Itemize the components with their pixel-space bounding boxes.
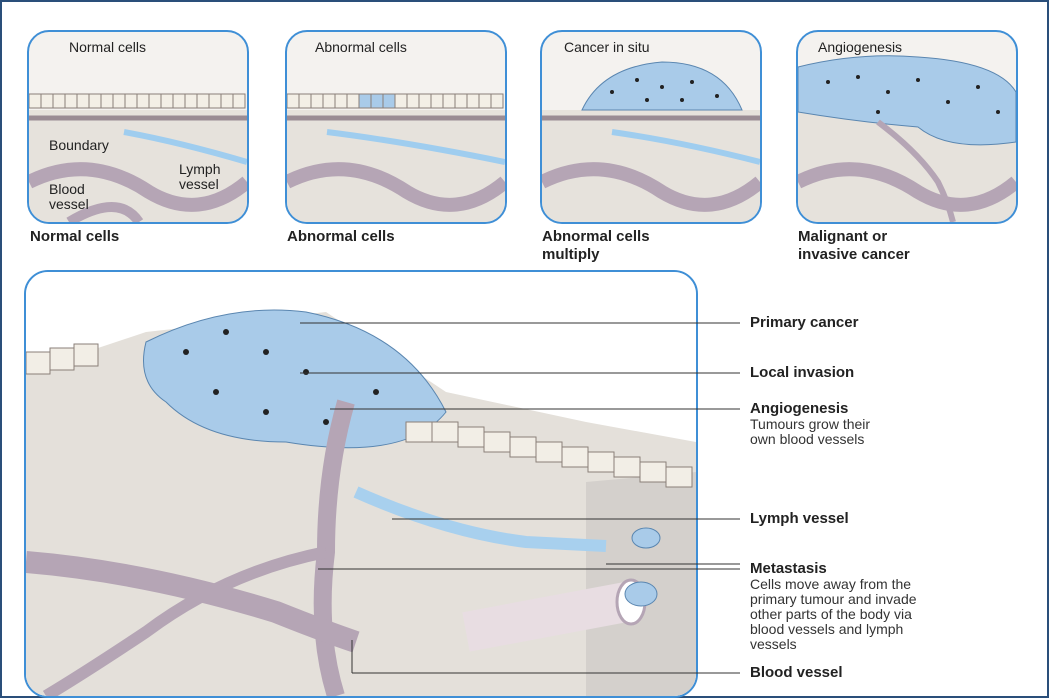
panel-normal-cells: Normal cells Boundary Lymph vessel Blood…	[27, 30, 249, 224]
label-blood-vessel: Blood vessel	[49, 182, 89, 212]
callout-angiogenesis-desc: Tumours grow their own blood vessels	[750, 417, 870, 447]
label-angiogenesis-small: Angiogenesis	[818, 40, 902, 55]
metastasis-illustration-panel	[24, 270, 698, 698]
callout-metastasis: Metastasis	[750, 560, 827, 577]
caption-malignant-invasive: Malignant or invasive cancer	[798, 228, 910, 264]
label-normal-cells: Normal cells	[69, 40, 146, 55]
callout-primary-cancer: Primary cancer	[750, 314, 858, 331]
label-lymph-vessel: Lymph vessel	[179, 162, 221, 192]
caption-abnormal-cells-multiply: Abnormal cells multiply	[542, 228, 650, 264]
callout-metastasis-desc: Cells move away from the primary tumour …	[750, 577, 917, 652]
metastasis-illustration	[26, 272, 696, 696]
panel-cancer-in-situ: Cancer in situ	[540, 30, 762, 224]
label-abnormal-cells: Abnormal cells	[315, 40, 407, 55]
label-boundary: Boundary	[49, 138, 109, 153]
callout-local-invasion: Local invasion	[750, 364, 854, 381]
panel-angiogenesis: Angiogenesis	[796, 30, 1018, 224]
abnormal-cells-illustration	[287, 32, 505, 222]
cancer-in-situ-illustration	[542, 32, 760, 222]
caption-abnormal-cells: Abnormal cells	[287, 228, 395, 246]
caption-normal-cells: Normal cells	[30, 228, 119, 246]
callout-angiogenesis: Angiogenesis	[750, 400, 848, 417]
callout-lymph-vessel: Lymph vessel	[750, 510, 849, 527]
label-cancer-in-situ: Cancer in situ	[564, 40, 650, 55]
callout-blood-vessel: Blood vessel	[750, 664, 843, 681]
angiogenesis-illustration	[798, 32, 1016, 222]
panel-abnormal-cells: Abnormal cells	[285, 30, 507, 224]
